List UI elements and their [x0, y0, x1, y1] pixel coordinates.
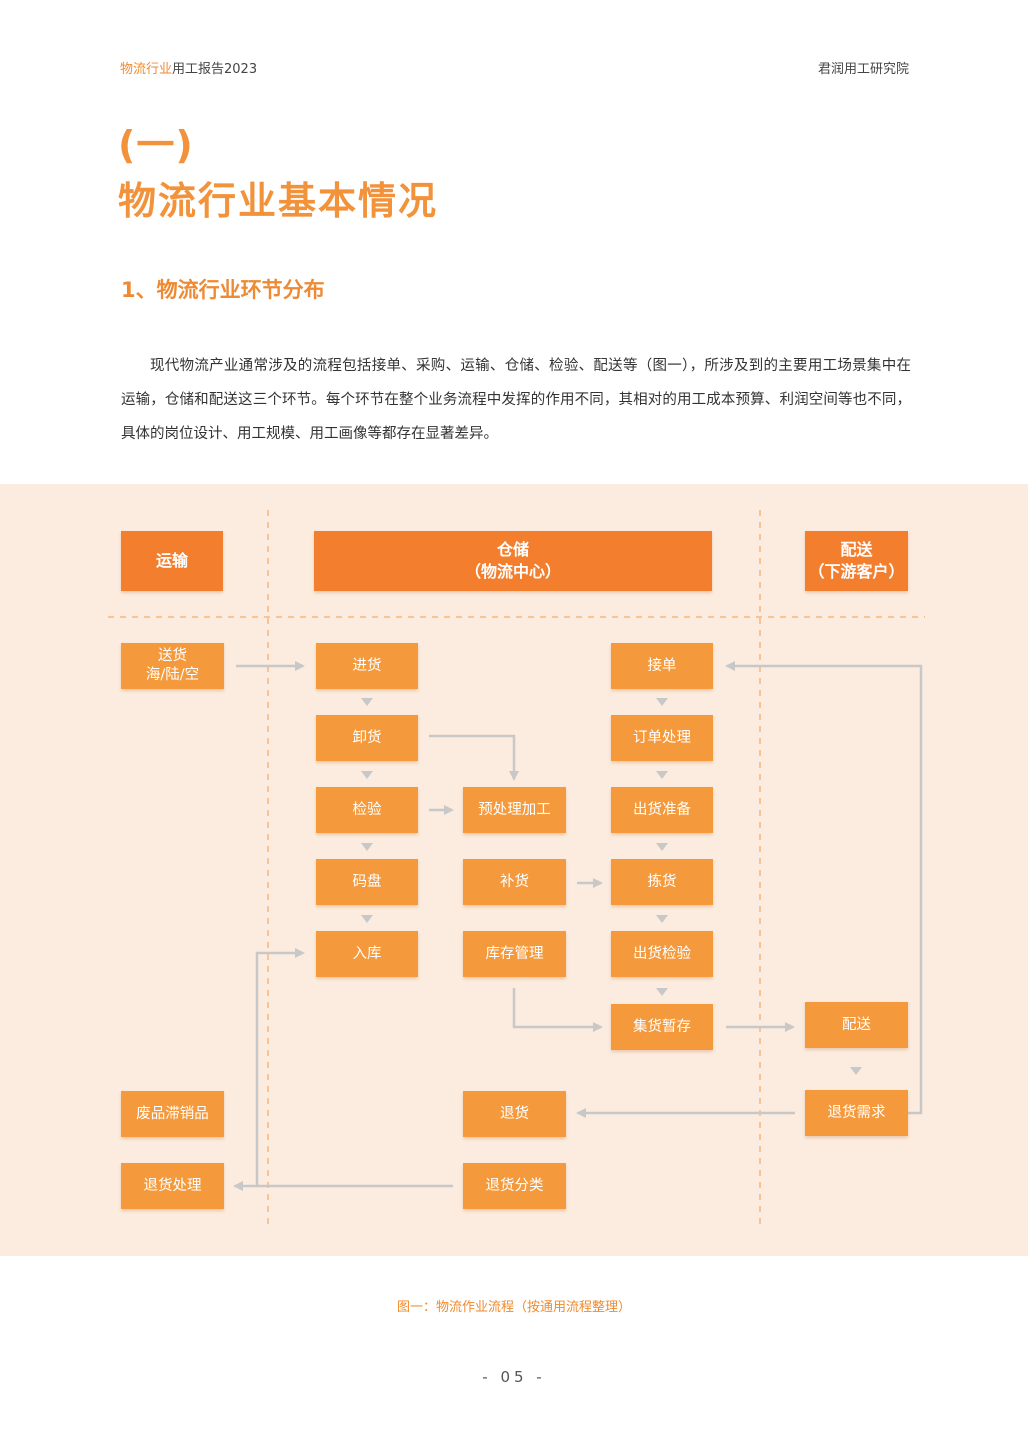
column-dividers: [108, 510, 925, 1229]
node-return-sort: 退货分类: [463, 1163, 566, 1209]
arrow-unload-to-preprocess: [429, 734, 519, 781]
node-inspect: 检验: [316, 787, 418, 833]
node-order-process: 订单处理: [611, 715, 713, 761]
header-delivery: 配送（下游客户）: [805, 531, 908, 591]
node-return-demand: 退货需求: [805, 1090, 908, 1136]
arrow-return-demand-to-order: [725, 661, 923, 1115]
step-triangles: [361, 698, 862, 1075]
section-number: (一): [118, 123, 194, 167]
node-waste-goods: 废品滞销品: [121, 1091, 224, 1137]
node-picking: 拣货: [611, 859, 713, 905]
node-unload: 卸货: [316, 715, 418, 761]
section-title: 物流行业基本情况: [118, 179, 439, 223]
figure-caption: 图一：物流作业流程（按通用流程整理）: [396, 1300, 631, 1315]
node-deliver: 配送: [805, 1002, 908, 1048]
node-return-handle: 退货处理: [121, 1163, 224, 1209]
node-preprocess: 预处理加工: [463, 787, 566, 833]
logistics-flow-diagram: 运输 仓储（物流中心） 配送（下游客户） 送货海/陆/空 进货 卸货 检验 码盘…: [0, 484, 1028, 1256]
header-rest: 用工报告2023: [172, 62, 258, 77]
header-accent: 物流行业: [120, 62, 173, 77]
diagram-connectors: [108, 510, 925, 1229]
arrow-inventory-to-consolidate: [512, 988, 603, 1032]
node-inventory: 库存管理: [463, 931, 566, 977]
node-replenish: 补货: [463, 859, 566, 905]
node-store-in: 入库: [316, 931, 418, 977]
node-consolidate: 集货暂存: [611, 1004, 713, 1050]
node-order-receive: 接单: [611, 643, 713, 689]
body-paragraph: 现代物流产业通常涉及的流程包括接单、采购、运输、仓储、检验、配送等（图一），所涉…: [121, 358, 911, 442]
node-purchase-in: 进货: [316, 643, 418, 689]
flow-arrows: [233, 661, 923, 1191]
node-ship-prepare: 出货准备: [611, 787, 713, 833]
header-storage: 仓储（物流中心）: [314, 531, 712, 591]
arrow-handle-to-storein: [255, 948, 305, 1186]
header-institute: 君润用工研究院: [817, 62, 909, 77]
page-number: - 05 -: [482, 1368, 546, 1386]
node-ship: 送货海/陆/空: [121, 643, 224, 689]
subsection-title: 1、物流行业环节分布: [121, 278, 325, 302]
header-transport: 运输: [121, 531, 223, 591]
header-report-title: 物流行业用工报告2023: [120, 58, 257, 77]
node-ship-inspect: 出货检验: [611, 931, 713, 977]
node-return-goods: 退货: [463, 1091, 566, 1137]
node-palletize: 码盘: [316, 859, 418, 905]
